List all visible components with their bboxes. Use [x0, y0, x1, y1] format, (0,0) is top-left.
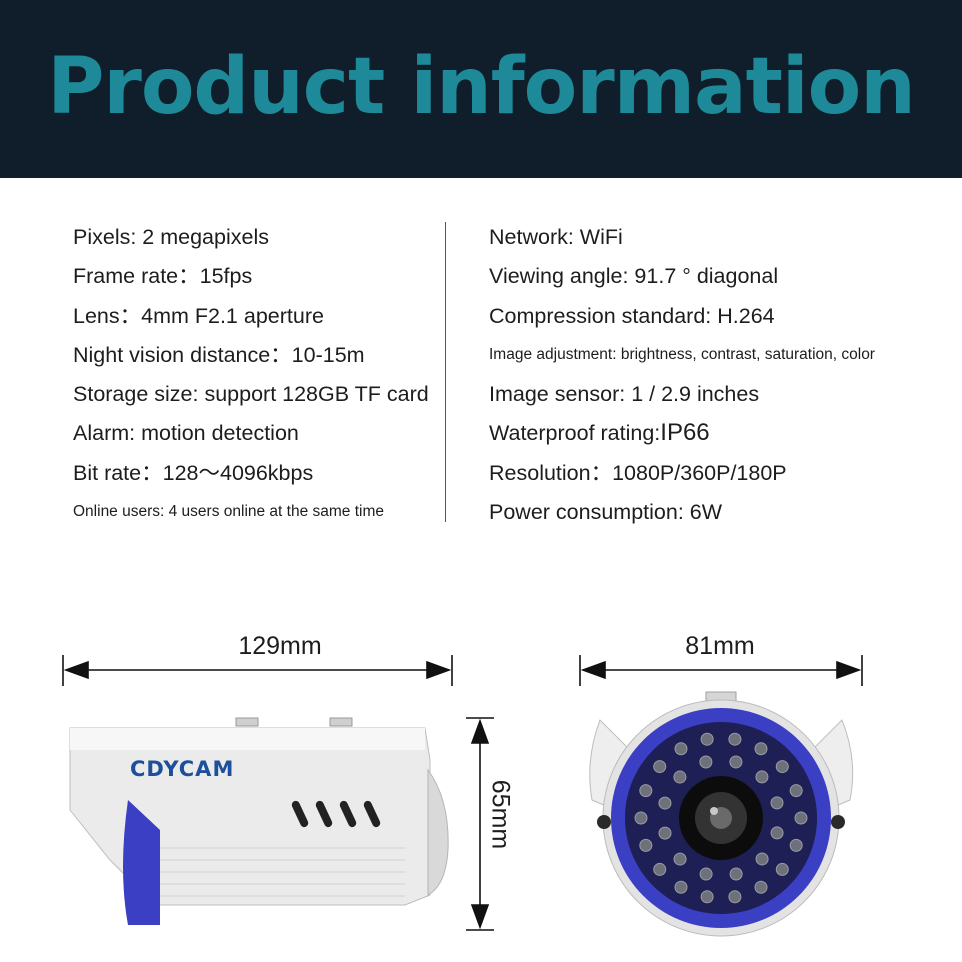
spec-network: Network: WiFi — [489, 225, 623, 249]
ir-led — [674, 880, 688, 894]
spec-image-sensor: Image sensor: 1 / 2.9 inches — [489, 382, 760, 407]
spec-compression: Compression standard: H.264 — [489, 303, 775, 328]
ir-led — [775, 760, 789, 774]
spec-waterproof: Waterproof rating:IP66 — [489, 418, 949, 457]
ir-led — [639, 784, 653, 798]
specs-right-column: Network: WiFi Viewing angle: 91.7 ° diag… — [489, 222, 949, 536]
spec-power: Power consumption: 6W — [489, 500, 723, 525]
ir-led — [653, 760, 667, 774]
ir-led — [729, 755, 743, 769]
ir-led — [755, 852, 769, 866]
ir-led — [770, 796, 784, 810]
header-banner: Product information — [0, 0, 962, 178]
ir-led — [789, 838, 803, 852]
spec-storage: Storage size: support 128GB TF card — [73, 382, 429, 407]
spec-online-users: Online users: 4 users online at the same… — [73, 503, 385, 521]
spec-resolution: Resolution：1080P/360P/180P — [489, 460, 787, 485]
ir-led — [794, 811, 808, 825]
ir-led — [674, 742, 688, 756]
ir-led — [789, 784, 803, 798]
ir-led — [754, 880, 768, 894]
spec-alarm: Alarm: motion detection — [73, 421, 299, 446]
spec-frame-rate: Frame rate：15fps — [73, 264, 253, 289]
ir-led — [770, 826, 784, 840]
dimension-length-label: 129mm — [238, 632, 322, 660]
ir-led — [775, 862, 789, 876]
ir-led — [728, 732, 742, 746]
camera-side-view: CDYCAM — [69, 717, 449, 925]
width-dimension-arrow — [579, 655, 863, 686]
spec-night-vision: Night vision distance：10-15m — [73, 342, 365, 367]
page-title: Product information — [47, 42, 916, 132]
brand-logo: CDYCAM — [130, 757, 234, 781]
dimension-width-label: 81mm — [685, 632, 755, 660]
ir-led — [754, 742, 768, 756]
ir-led — [639, 838, 653, 852]
ir-led — [653, 862, 667, 876]
spec-viewing-angle: Viewing angle: 91.7 ° diagonal — [489, 264, 779, 289]
length-dimension-arrow — [62, 655, 453, 686]
column-divider — [445, 222, 446, 522]
ir-led — [673, 770, 687, 784]
spec-bit-rate: Bit rate：128～4096kbps — [73, 460, 314, 485]
ir-led — [729, 867, 743, 881]
ir-led — [658, 826, 672, 840]
ir-led — [634, 811, 648, 825]
ir-led — [700, 732, 714, 746]
spec-waterproof-label: Waterproof rating: — [489, 421, 661, 446]
height-dimension-arrow — [466, 717, 494, 931]
ir-led — [728, 890, 742, 904]
ir-led — [755, 770, 769, 784]
spec-waterproof-value: IP66 — [660, 419, 710, 447]
spec-pixels: Pixels: 2 megapixels — [73, 225, 269, 249]
spec-image-adjustment: Image adjustment: brightness, contrast, … — [489, 345, 875, 363]
ir-led — [700, 890, 714, 904]
specs-left-column: Pixels: 2 megapixels Frame rate：15fps Le… — [73, 222, 443, 536]
ir-led-ring — [634, 732, 808, 904]
ir-led — [699, 755, 713, 769]
ir-led — [658, 796, 672, 810]
vent-slots — [291, 800, 381, 828]
ir-led — [673, 852, 687, 866]
spec-lens: Lens：4mm F2.1 aperture — [73, 303, 324, 328]
ir-led — [699, 867, 713, 881]
camera-front-view — [589, 691, 854, 937]
